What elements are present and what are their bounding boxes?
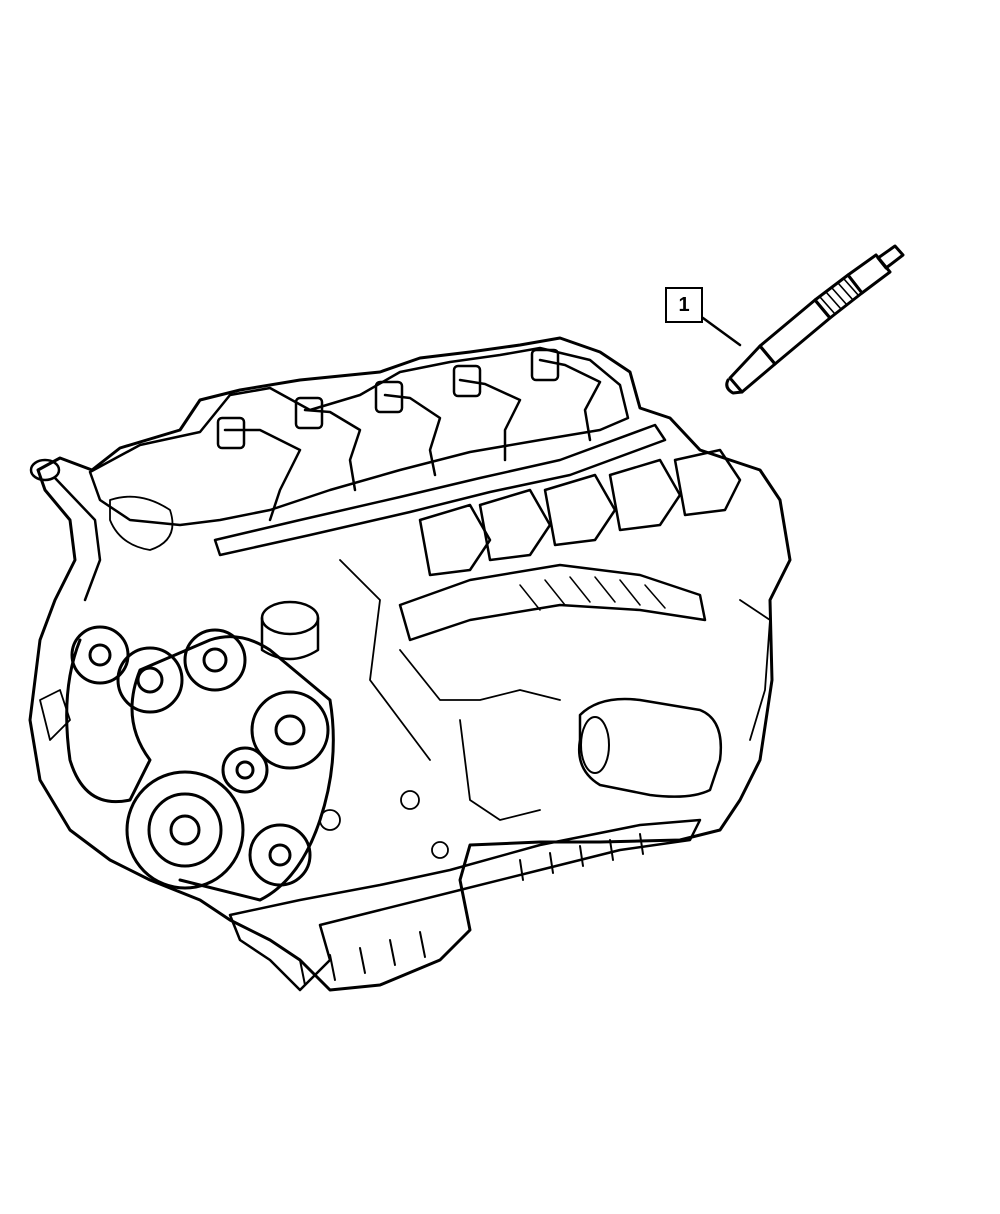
oil-pan-ribs (299, 833, 644, 986)
dipstick-ring (29, 458, 61, 482)
oil-filler-neck (260, 616, 320, 661)
crossover-grille (519, 576, 666, 611)
tensioner-pulley (183, 628, 247, 692)
belt-drive (65, 625, 335, 902)
callout-number: 1 (678, 294, 690, 316)
dipstick-tube (53, 476, 102, 602)
right-bank-runners (418, 448, 742, 577)
intake-manifold (88, 346, 630, 527)
alternator-pulley (250, 690, 330, 770)
crank-pulley (125, 770, 245, 890)
glow-plug (725, 244, 905, 395)
engine-outline (28, 336, 792, 992)
small-pulley (221, 746, 269, 794)
engine-assembly (28, 336, 792, 992)
injectors (216, 348, 560, 450)
callout-leader-line (701, 316, 742, 347)
engine-details (39, 495, 771, 859)
fuel-rail (213, 423, 667, 557)
oil-pan (228, 818, 702, 992)
oil-filler-cap (260, 600, 320, 636)
idler-pulley-mid (116, 646, 184, 714)
starter-motor (577, 697, 723, 798)
water-pump-pulley (248, 823, 312, 887)
crossover-pipe (398, 563, 707, 642)
callout-box-1[interactable]: 1 (665, 287, 703, 323)
